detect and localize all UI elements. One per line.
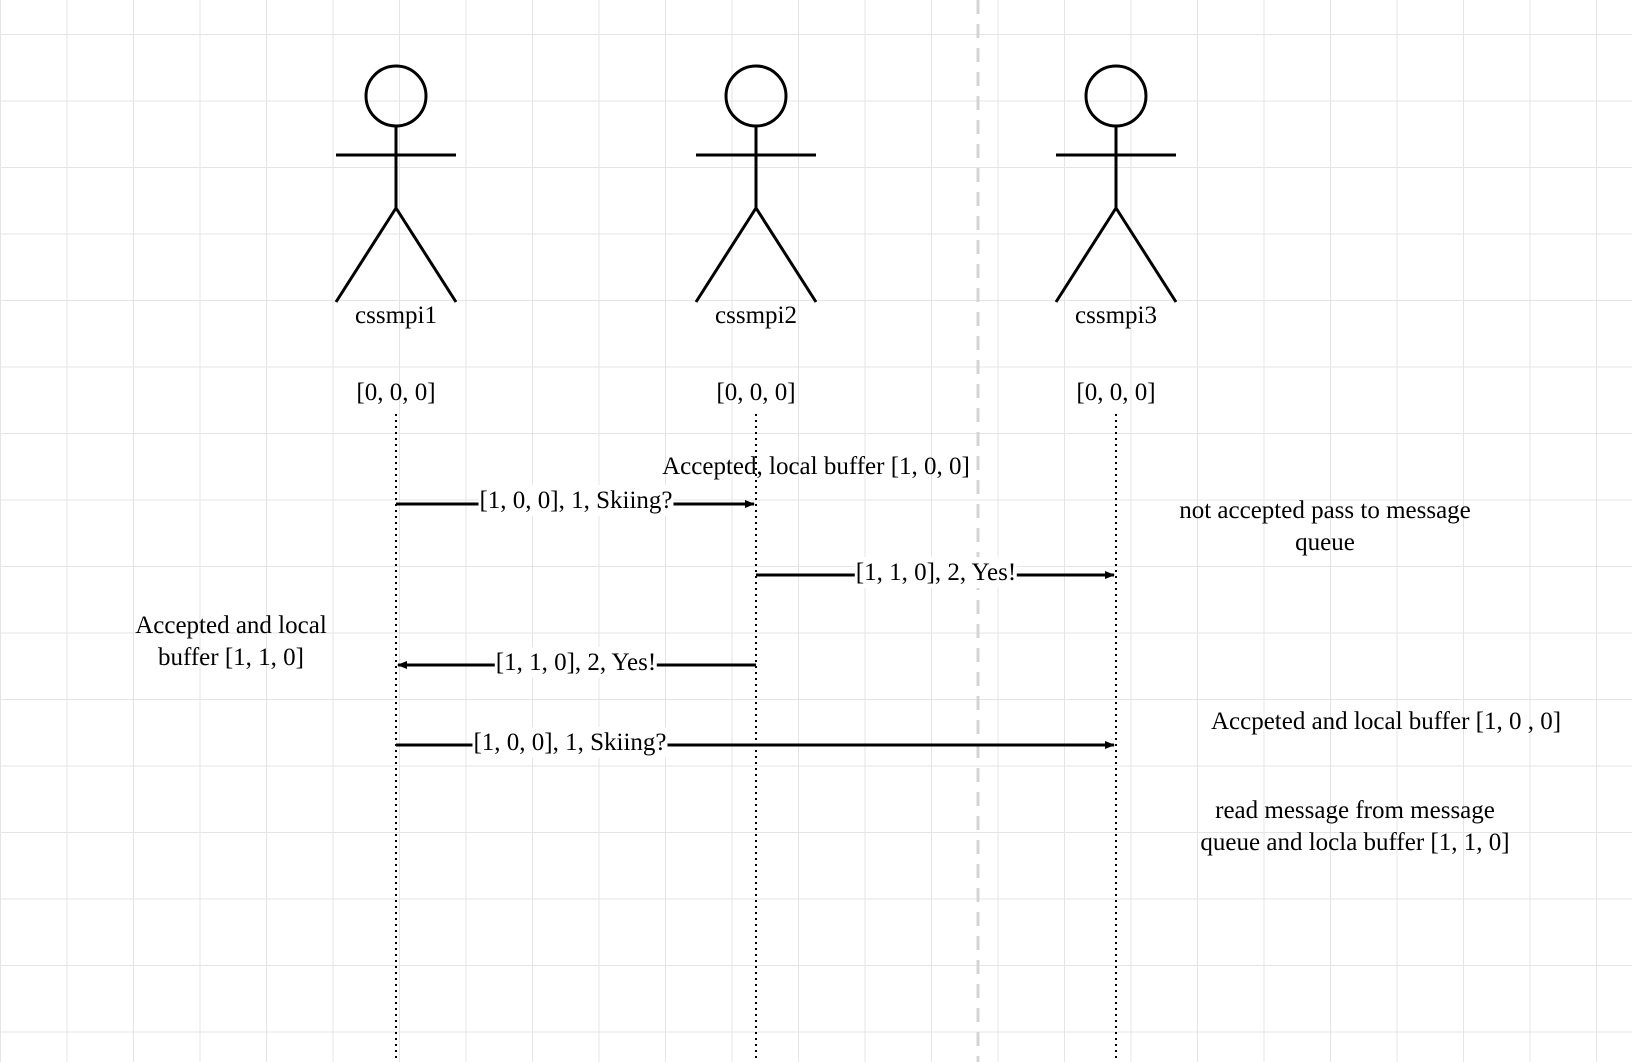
- note-read-message-line2: queue and locla buffer [1, 1, 0]: [1200, 829, 1510, 856]
- actor-name-cssmpi1: cssmpi1: [355, 302, 437, 329]
- actor-cssmpi2-icon: [694, 64, 818, 303]
- note-accepted-and-local: Accepted and local buffer [1, 1, 0]: [110, 610, 352, 674]
- note-accepted-and-local-line1: Accepted and local: [135, 612, 327, 639]
- note-read-message-line1: read message from message: [1215, 797, 1495, 824]
- actor-name-cssmpi3: cssmpi3: [1075, 302, 1157, 329]
- message-label-2: [1, 1, 0], 2, Yes!: [854, 557, 1018, 588]
- actor-clock-cssmpi3: [0, 0, 0]: [1076, 379, 1156, 406]
- note-accepted-local-buffer: Accepted, local buffer [1, 0, 0]: [662, 453, 970, 480]
- message-label-3: [1, 1, 0], 2, Yes!: [494, 647, 658, 678]
- actor-clock-cssmpi2: [0, 0, 0]: [716, 379, 796, 406]
- note-accpeted-and-local-buffer: Accpeted and local buffer [1, 0 , 0]: [1210, 708, 1562, 735]
- note-read-message: read message from message queue and locl…: [1180, 795, 1530, 859]
- note-not-accepted-line2: queue: [1295, 529, 1355, 556]
- note-accepted-and-local-line2: buffer [1, 1, 0]: [157, 644, 305, 671]
- note-not-accepted: not accepted pass to message queue: [1160, 495, 1490, 559]
- actor-cssmpi3-icon: [1054, 64, 1178, 303]
- message-label-4: [1, 0, 0], 1, Skiing?: [472, 727, 668, 758]
- actor-clock-cssmpi1: [0, 0, 0]: [356, 379, 436, 406]
- actor-cssmpi1-icon: [334, 64, 458, 303]
- actor-name-cssmpi2: cssmpi2: [715, 302, 797, 329]
- note-not-accepted-line1: not accepted pass to message: [1179, 497, 1471, 524]
- message-label-1: [1, 0, 0], 1, Skiing?: [478, 485, 674, 516]
